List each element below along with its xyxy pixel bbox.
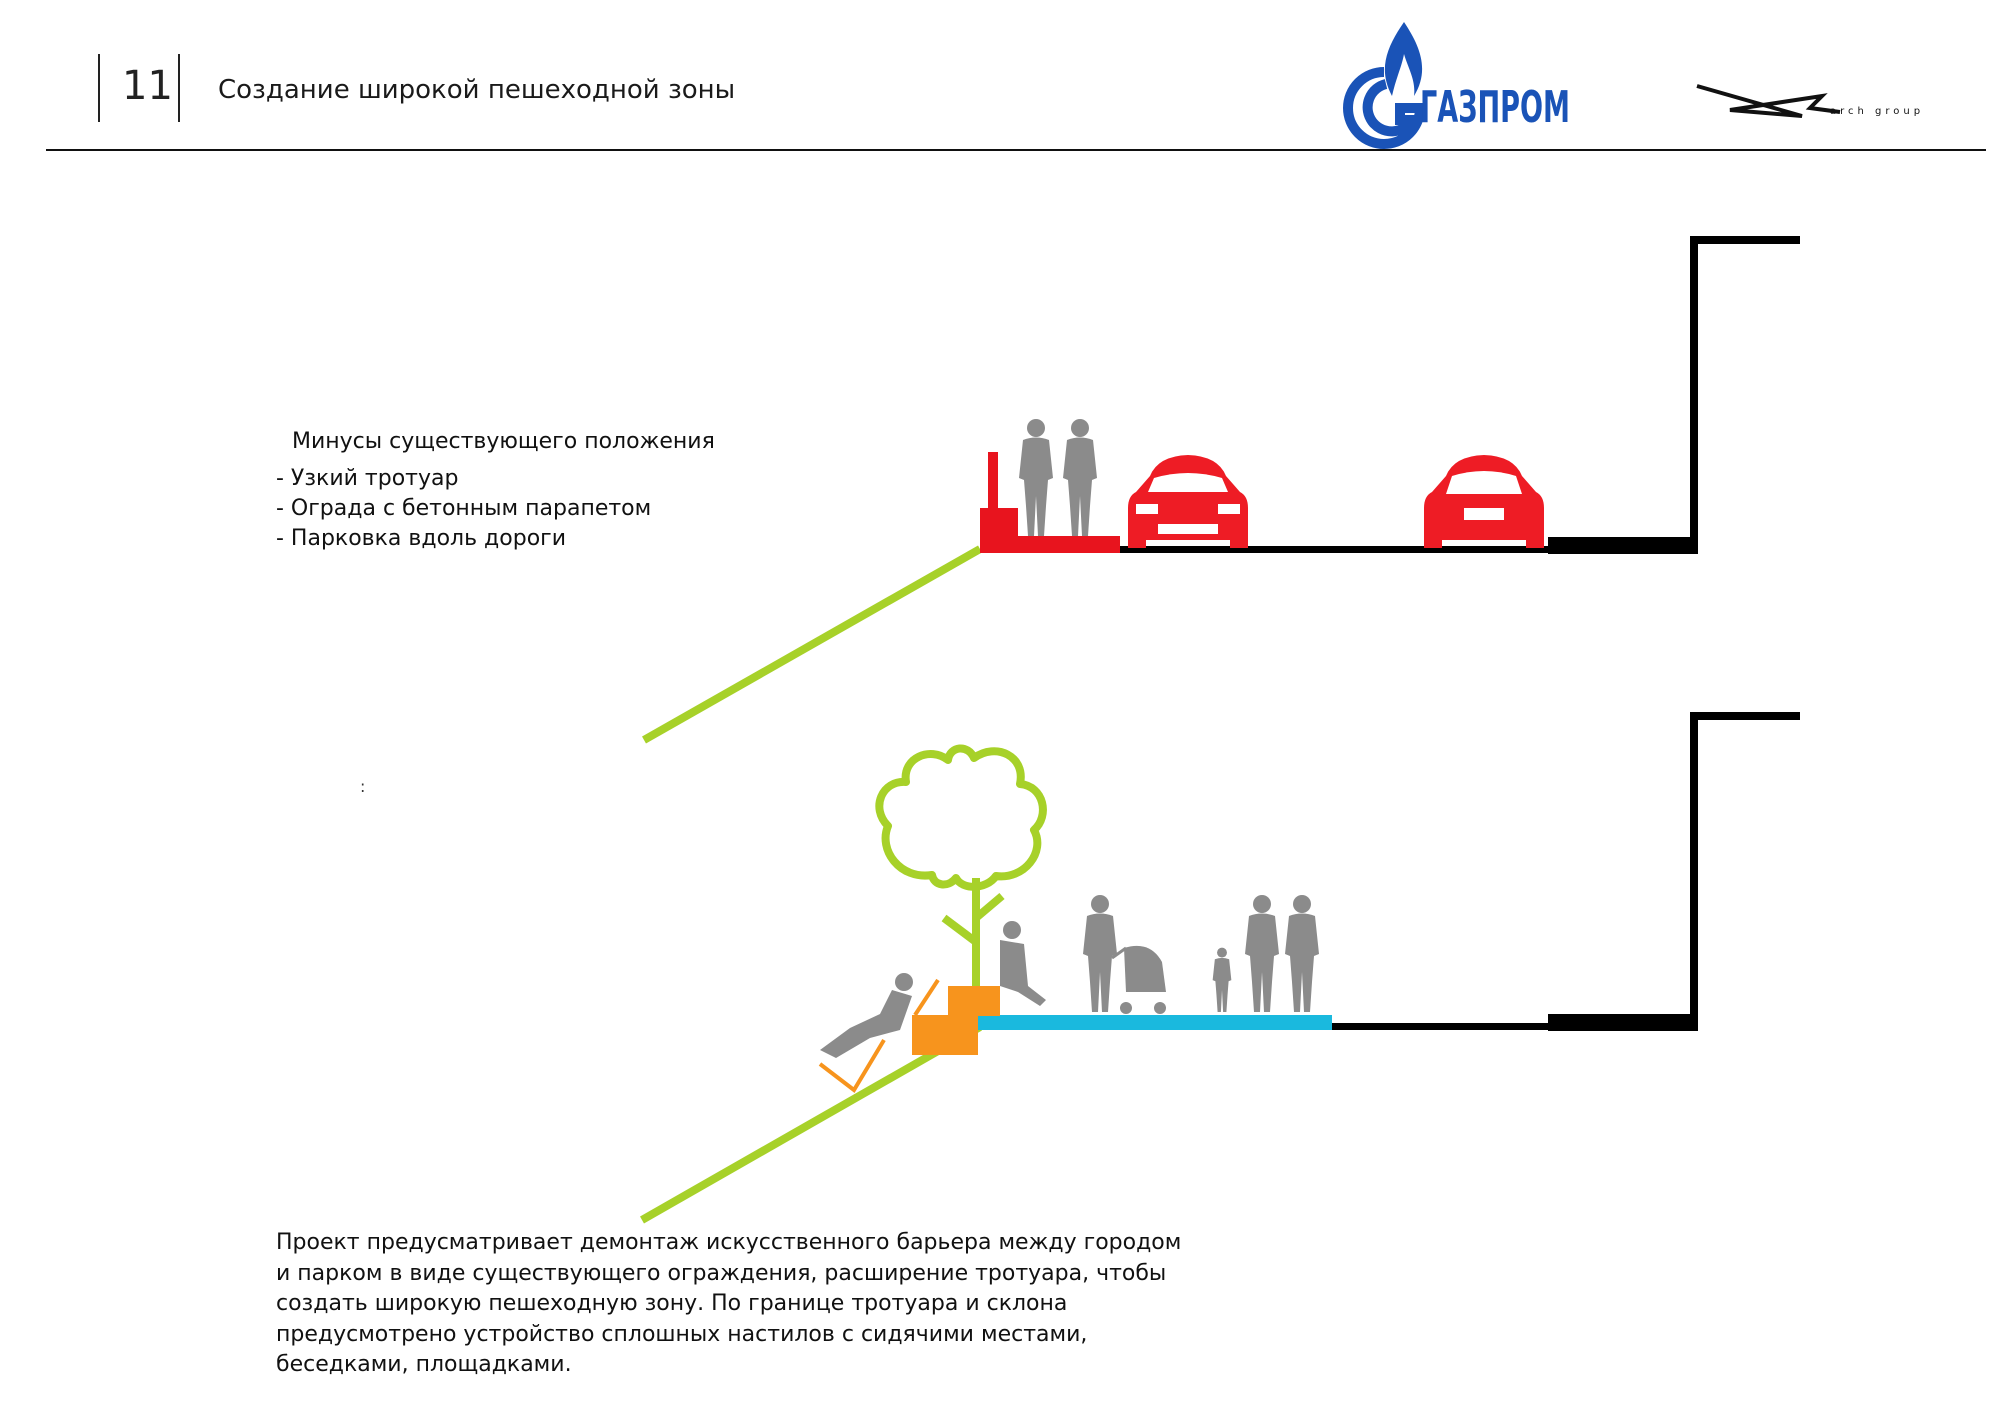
existing-section-diagram (642, 236, 1800, 744)
arch-group-mark-icon (1696, 84, 1841, 118)
existing-road (1120, 546, 1554, 553)
pedestrian-icon (1083, 895, 1117, 1012)
proposed-curb (1548, 1014, 1696, 1031)
project-description: Проект предусматривает демонтаж искусств… (276, 1230, 1182, 1377)
pedestrian-icon (1285, 895, 1319, 1012)
existing-wall (1690, 236, 1698, 554)
gazprom-flame-icon (1384, 22, 1423, 96)
car-front-icon (1128, 455, 1248, 548)
proposed-section-diagram (640, 712, 1800, 1224)
gazprom-wordmark: ГАЗПРОМ (1420, 82, 1570, 133)
pedestrian-icon (1063, 419, 1097, 536)
header-right-divider (178, 54, 180, 122)
minuses-heading: Минусы существующего положения (292, 429, 715, 454)
minus-item-narrow-sidewalk: - Узкий тротуар (276, 466, 459, 491)
header-left-divider (98, 54, 100, 122)
arch-group-wordmark: arch group (1830, 106, 1924, 117)
slide-number: 11 (122, 63, 173, 109)
pedestrian-icon (1245, 895, 1279, 1012)
header-rule (46, 149, 1986, 151)
car-rear-icon (1424, 455, 1544, 548)
wooden-deck-seating (818, 978, 1000, 1093)
gazprom-g-icon (1343, 67, 1426, 149)
stray-mark: : (360, 777, 366, 796)
sitting-person-icon (1000, 921, 1046, 1006)
proposed-roof-slab (1690, 712, 1800, 720)
existing-fence-parapet (980, 452, 1120, 553)
existing-roof-slab (1690, 236, 1800, 244)
slide-title: Создание широкой пешеходной зоны (218, 75, 736, 105)
child-pedestrian-icon (1212, 947, 1232, 1012)
proposed-road (1332, 1023, 1552, 1030)
reclining-person-icon (820, 973, 913, 1058)
baby-stroller-icon (1111, 945, 1166, 1014)
gazprom-logo: ГАЗПРОМ (1343, 22, 1570, 149)
proposed-slope (640, 1023, 982, 1224)
minus-item-fence-parapet: - Ограда с бетонным парапетом (276, 496, 652, 521)
existing-curb (1548, 537, 1696, 554)
minus-item-roadside-parking: - Парковка вдоль дороги (276, 526, 567, 551)
existing-slope (642, 545, 982, 744)
proposed-sidewalk (976, 1015, 1332, 1030)
proposed-wall (1690, 712, 1698, 1031)
pedestrian-icon (1019, 419, 1053, 536)
minuses-list: - Узкий тротуар - Ограда с бетонным пара… (276, 464, 651, 554)
arch-group-logo: arch group (1696, 84, 1924, 118)
